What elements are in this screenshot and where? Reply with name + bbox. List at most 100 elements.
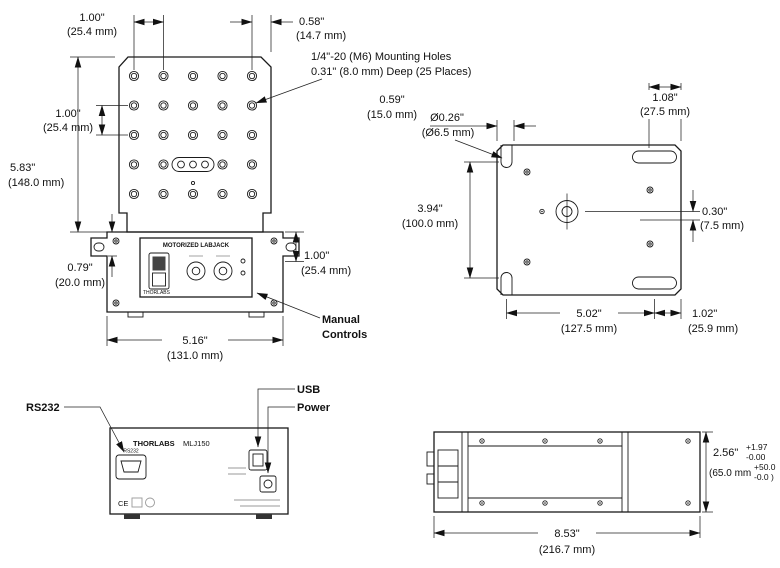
dim-text: Ø0.26": [430, 112, 464, 124]
dim-text: 5.83": [10, 162, 35, 174]
dim-text-mm: (148.0 mm): [8, 177, 64, 189]
foot-right: [256, 514, 272, 519]
note-leader: [256, 292, 321, 319]
rs232-connector: RS232: [115, 449, 147, 480]
dim-tol-minus: -0.00: [746, 452, 766, 462]
dim-text-mm: (100.0 mm): [402, 218, 458, 230]
dim-text: 0.58": [299, 16, 324, 28]
dim-text-mm: (127.5 mm): [561, 323, 617, 335]
panel-brand: THORLABS: [143, 290, 171, 296]
dim-text: 3.94": [417, 203, 442, 215]
dim-text: 1.00": [55, 108, 80, 120]
dim-text: 2.56": [713, 447, 738, 459]
dim-text: 5.16": [182, 335, 207, 347]
note-line1: Manual: [322, 314, 360, 326]
dim-center-offset: 0.30" (7.5 mm): [585, 190, 744, 242]
power-callout: Power: [264, 402, 331, 474]
ce-mark: CE: [118, 499, 128, 508]
center-slot: [171, 157, 215, 186]
rear-view: THORLABS MLJ150 RS232 CE R: [26, 384, 331, 519]
callout-leader: [454, 139, 503, 159]
dim-hole-pitch-y: 1.00" (25.4 mm): [43, 105, 128, 136]
manual-controls-note: Manual Controls: [256, 292, 367, 341]
dim-base-right: 1.00" (25.4 mm): [285, 231, 351, 277]
dim-text: 1.02": [692, 308, 717, 320]
led-indicator-top: [240, 258, 246, 264]
dim-slot-position: 0.59" (15.0 mm): [367, 94, 536, 141]
dim-text-mm: (14.7 mm): [296, 30, 346, 42]
rear-body-outline: [109, 427, 289, 515]
center-bore: [555, 193, 579, 230]
dim-text: 8.53": [554, 528, 579, 540]
switch-rocker: [152, 256, 166, 271]
side-view: 2.56" +1.97 -0.00 (65.0 mm +50.0 -0.0 ) …: [426, 431, 776, 556]
rs232-label: RS232: [26, 402, 60, 414]
left-ear-slot: [93, 242, 105, 252]
usb-connector: [248, 449, 268, 471]
power-switch: [148, 252, 170, 290]
note-line2: Controls: [322, 329, 367, 341]
dim-text-mm: (7.5 mm): [700, 220, 744, 232]
usb-label: USB: [297, 384, 320, 396]
base-outline: [90, 231, 300, 313]
model-number: MLJ150: [183, 439, 210, 448]
certification-marks: CE: [118, 497, 155, 508]
side-body-outline: [433, 431, 701, 513]
bottom-view: 0.59" (15.0 mm) Ø0.26" (Ø6.5 mm) 1.08" (…: [367, 83, 744, 335]
dim-bottom-right-offset: 1.02" (25.9 mm): [654, 299, 738, 335]
dim-edge-offset: 0.58" (14.7 mm): [230, 15, 346, 70]
dim-base-width: 5.16" (131.0 mm): [106, 316, 284, 362]
power-label: Power: [297, 402, 331, 414]
bottom-screws: [523, 168, 654, 266]
dim-text-mm: (25.4 mm): [301, 265, 351, 277]
note-line1: 1/4"-20 (M6) Mounting Holes: [311, 51, 452, 63]
dim-text: 5.02": [576, 308, 601, 320]
connector-label: RS232: [123, 449, 139, 455]
dim-text-mm: (25.4 mm): [67, 26, 117, 38]
dim-tol-plus: +1.97: [746, 442, 768, 452]
dim-text-mm: (25.4 mm): [43, 122, 93, 134]
small-pin-hole: [539, 208, 545, 215]
dim-text-mm: (131.0 mm): [167, 350, 223, 362]
top-plate-outline: [118, 56, 272, 233]
dim-text-mm: (27.5 mm): [640, 106, 690, 118]
top-left-open-slot: [500, 145, 513, 168]
knob-left: [186, 261, 206, 281]
bottom-left-open-slot: [500, 272, 513, 295]
mounting-hole-grid: [128, 70, 258, 200]
dim-text: 1.08": [652, 92, 677, 104]
dim-text-mm: (25.9 mm): [688, 323, 738, 335]
power-connector: [259, 475, 277, 493]
dim-plate-height: 5.83" (148.0 mm): [8, 56, 115, 233]
foot-left: [124, 514, 140, 519]
dim-tol-minus-mm: -0.0 ): [754, 472, 774, 482]
brand-logo: THORLABS: [133, 439, 175, 448]
knob-right: [213, 261, 233, 281]
dim-hole-pitch-x: 1.00" (25.4 mm): [67, 12, 164, 70]
dim-top-right-slot: 1.08" (27.5 mm): [640, 83, 690, 148]
dim-text: 0.59": [379, 94, 404, 106]
dim-text: 0.79": [67, 262, 92, 274]
led-indicator-bottom: [240, 270, 246, 276]
callout-hole-diameter: Ø0.26" (Ø6.5 mm): [422, 112, 503, 159]
top-view: MOTORIZED LABJACK THORLABS 1.00" (25.4 m…: [8, 12, 471, 362]
dim-text: 0.30": [702, 206, 727, 218]
bottom-right-slot: [632, 276, 677, 290]
dim-bottom-width: 5.02" (127.5 mm): [506, 299, 655, 335]
foot-right: [248, 311, 265, 318]
dim-text: 1.00": [79, 12, 104, 24]
foot-left: [127, 311, 144, 318]
right-ear-slot: [285, 242, 297, 252]
control-panel: MOTORIZED LABJACK THORLABS: [139, 237, 253, 298]
side-connector-panel: [437, 449, 459, 499]
dim-base-offset: 0.79" (20.0 mm): [55, 214, 117, 289]
mounting-holes-note: 1/4"-20 (M6) Mounting Holes 0.31" (8.0 m…: [255, 51, 471, 104]
dim-text-mm: (Ø6.5 mm): [422, 127, 475, 139]
panel-title: MOTORIZED LABJACK: [163, 243, 230, 249]
side-connector-bump-top: [426, 451, 435, 467]
dim-travel-height: 2.56" +1.97 -0.00 (65.0 mm +50.0 -0.0 ): [702, 431, 776, 513]
dim-text-mm: (216.7 mm): [539, 544, 595, 556]
side-screws: [479, 438, 691, 506]
dim-overall-length: 8.53" (216.7 mm): [433, 516, 701, 556]
